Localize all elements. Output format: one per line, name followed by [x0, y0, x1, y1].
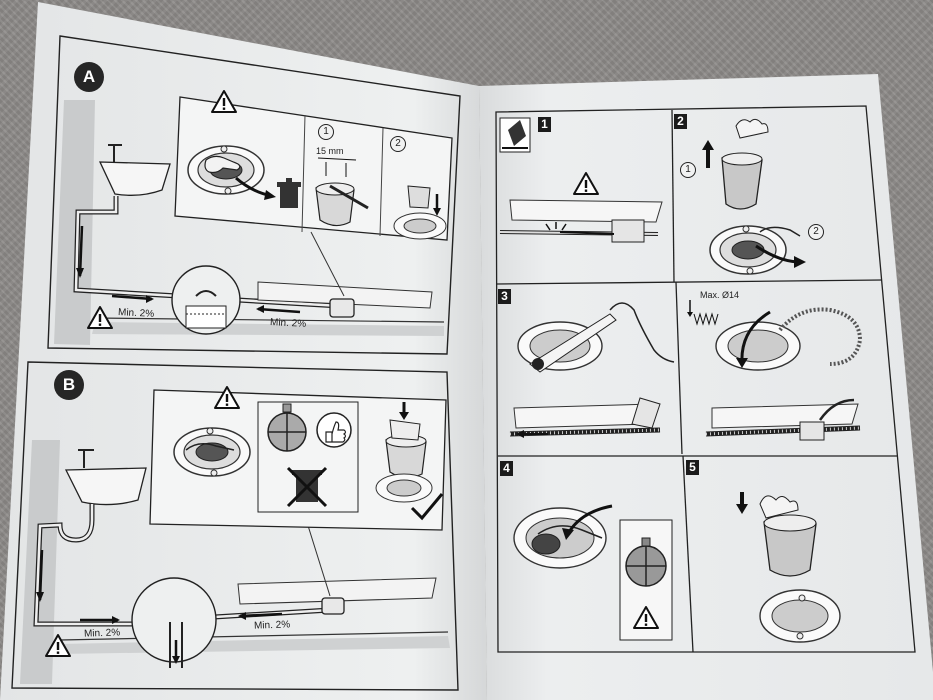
- strainer-disc: [267, 403, 307, 452]
- slope-label-b-right: Min. 2%: [253, 619, 291, 632]
- step-2-sub-1: 1: [680, 162, 696, 178]
- steps-grid: [495, 105, 916, 653]
- detail-panel-b: [149, 389, 447, 531]
- arrow-down-icon: [736, 504, 748, 514]
- section-b-badge: B: [54, 370, 84, 400]
- magnifier-b: [131, 577, 217, 663]
- step-2-number: 2: [674, 114, 687, 129]
- strainer-disc: [625, 537, 667, 587]
- check-mark-icon: [410, 493, 444, 521]
- max-diameter-label: Max. Ø14: [700, 290, 740, 300]
- trash-bin-crossed-icon: [286, 466, 328, 508]
- step-2-sub-2: 2: [808, 224, 824, 240]
- step-3-number: 3: [498, 289, 511, 304]
- slope-label-b-left: Min. 2%: [83, 627, 121, 640]
- slope-label-a-left: Min. 2%: [117, 307, 155, 320]
- dimension-label: 15 mm: [316, 146, 344, 156]
- section-b-frame: [11, 361, 459, 691]
- spring-icon: [687, 300, 719, 326]
- step-1-number: 1: [538, 117, 551, 132]
- wall-a: [54, 100, 95, 345]
- step-4-number: 4: [500, 461, 513, 476]
- slope-label-a-right: Min. 2%: [269, 317, 307, 330]
- drain-ring-a: [187, 145, 265, 195]
- step-5-number: 5: [686, 460, 699, 475]
- thumbs-up-icon: [316, 412, 352, 448]
- sub-step-2: 2: [390, 136, 406, 152]
- tablet-icon: [499, 117, 531, 153]
- section-a-frame: [47, 35, 461, 355]
- section-a-badge: A: [74, 62, 104, 92]
- trash-bin-icon: [277, 178, 301, 208]
- sub-step-1: 1: [318, 124, 334, 140]
